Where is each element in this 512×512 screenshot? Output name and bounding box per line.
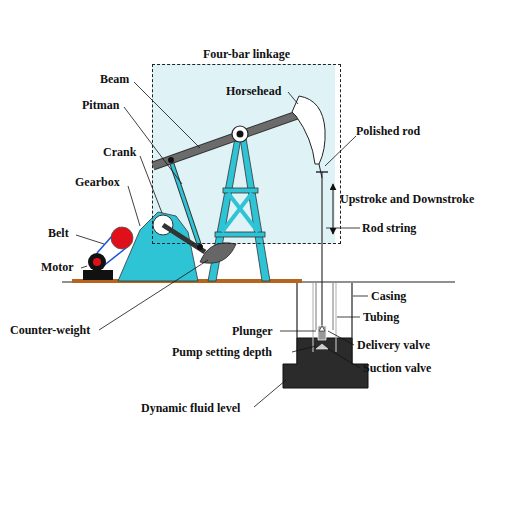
casing xyxy=(297,283,352,364)
part-label: Gearbox xyxy=(75,175,120,189)
casing xyxy=(296,283,297,364)
counter-weight xyxy=(200,243,236,263)
motor xyxy=(88,253,106,271)
leader-line xyxy=(292,346,316,352)
leader-line xyxy=(328,331,354,345)
beam xyxy=(153,114,300,166)
part-label: Casing xyxy=(371,289,406,303)
motor xyxy=(83,270,113,280)
leader-line xyxy=(254,380,286,407)
part-label: Motor xyxy=(41,260,74,274)
stroke-arrows xyxy=(333,184,334,234)
leader-line xyxy=(326,228,360,229)
suction-valve xyxy=(316,344,328,349)
pitman xyxy=(171,161,203,250)
region-heading: Four-bar linkage xyxy=(153,47,340,61)
polished-rod xyxy=(316,171,328,172)
part-label: Delivery valve xyxy=(357,338,430,352)
samson-post xyxy=(228,193,258,232)
part-label: Pitman xyxy=(82,98,119,112)
part-label: Counter-weight xyxy=(10,323,90,337)
pitman xyxy=(197,244,203,250)
leader-line xyxy=(76,235,104,244)
leader-line xyxy=(128,186,140,226)
samson-post xyxy=(222,193,252,232)
gearbox xyxy=(118,212,198,281)
tubing xyxy=(316,283,317,330)
delivery-valve xyxy=(319,326,325,331)
pitman xyxy=(171,161,200,247)
gearbox-pulley xyxy=(111,227,133,249)
rod-string xyxy=(321,172,322,326)
leader-line xyxy=(81,266,87,268)
gearbox xyxy=(118,212,198,281)
well-fluid xyxy=(283,338,368,388)
saddle-bearing xyxy=(237,131,244,138)
rod-string xyxy=(322,172,323,326)
part-label: Beam xyxy=(100,72,129,86)
horsehead xyxy=(292,96,325,164)
part-label: Suction valve xyxy=(363,361,431,375)
part-label: Dynamic fluid level xyxy=(141,401,240,415)
part-label: Tubing xyxy=(363,310,399,324)
part-label: Crank xyxy=(103,145,136,159)
well-fluid xyxy=(283,338,368,388)
casing xyxy=(351,283,352,364)
leader-line xyxy=(280,331,316,332)
beam xyxy=(153,114,300,166)
leader-line xyxy=(288,92,298,104)
part-label: Plunger xyxy=(232,324,273,338)
part-label: Upstroke and Downstroke xyxy=(340,192,474,206)
tubing xyxy=(333,283,334,330)
stroke-arrows xyxy=(333,184,334,234)
part-label: Rod string xyxy=(362,221,416,235)
polished-rod xyxy=(316,164,328,178)
tubing xyxy=(335,283,336,352)
pitman xyxy=(171,161,200,247)
part-label: Belt xyxy=(48,226,69,240)
counter-weight xyxy=(200,243,236,263)
leader-line xyxy=(134,82,200,148)
samson-post xyxy=(240,138,270,281)
leader-line xyxy=(99,260,208,330)
leader-line xyxy=(353,296,368,297)
motor xyxy=(93,258,101,266)
gearbox-pulley xyxy=(111,227,133,249)
plunger xyxy=(318,326,326,340)
delivery-valve xyxy=(319,326,325,331)
leader-line xyxy=(337,317,360,318)
plunger xyxy=(318,326,326,340)
tubing xyxy=(313,283,336,352)
part-label: Pump setting depth xyxy=(172,345,272,359)
suction-valve xyxy=(316,344,328,349)
part-label: Horsehead xyxy=(226,84,281,98)
beam xyxy=(153,114,300,166)
leader-line xyxy=(76,82,368,407)
part-label: Polished rod xyxy=(356,124,420,138)
leader-line xyxy=(328,349,360,368)
motor xyxy=(83,253,113,280)
saddle-bearing xyxy=(232,126,248,142)
tubing xyxy=(312,283,313,352)
horsehead xyxy=(292,96,325,164)
samson-post xyxy=(215,232,265,237)
beam xyxy=(168,157,174,163)
polished-rod xyxy=(319,164,322,178)
saddle-bearing xyxy=(232,126,248,142)
leader-line xyxy=(140,156,162,213)
samson-post xyxy=(223,188,258,193)
